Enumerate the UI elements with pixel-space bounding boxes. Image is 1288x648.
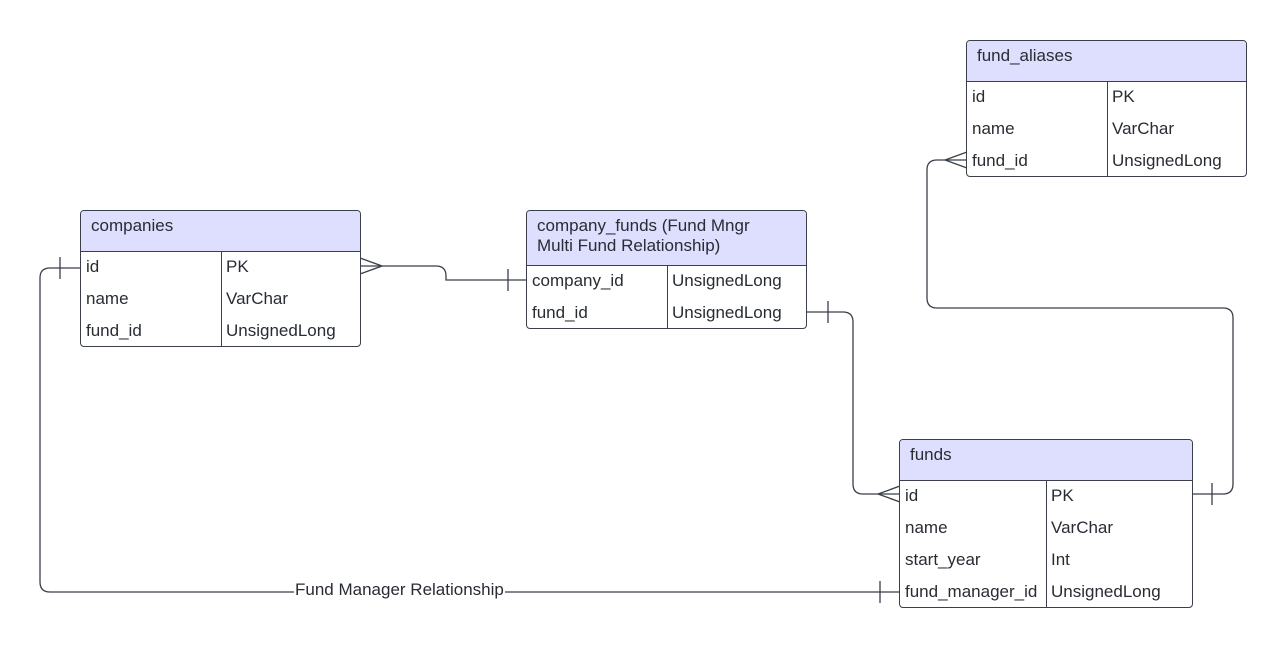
connector-companies-company-funds: [360, 265, 526, 281]
field-type: VarChar: [1051, 518, 1114, 537]
field-name: id: [86, 257, 100, 276]
entity-fields: id PK name VarChar fund_id UnsignedLong: [81, 252, 360, 346]
entity-title: funds: [910, 445, 952, 464]
field-row[interactable]: name VarChar: [967, 114, 1246, 146]
field-name: fund_id: [972, 151, 1028, 170]
field-type: UnsignedLong: [226, 321, 336, 340]
entity-header: companies: [81, 211, 360, 252]
connector-fund-manager: [39, 267, 900, 593]
field-row[interactable]: name VarChar: [900, 513, 1192, 545]
entity-companies[interactable]: companies id PK name VarChar fund_id Uns…: [80, 210, 361, 347]
field-name: fund_id: [86, 321, 142, 340]
entity-title-line-2: Multi Fund Relationship): [537, 236, 721, 255]
column-divider: [1107, 82, 1108, 176]
entity-fields: id PK name VarChar fund_id UnsignedLong: [967, 82, 1246, 176]
field-row[interactable]: start_year Int: [900, 545, 1192, 577]
field-type: UnsignedLong: [1051, 582, 1161, 601]
field-row[interactable]: name VarChar: [81, 284, 360, 316]
field-row[interactable]: company_id UnsignedLong: [527, 266, 806, 298]
entity-fund-aliases[interactable]: fund_aliases id PK name VarChar fund_id …: [966, 40, 1247, 177]
field-name: id: [905, 486, 919, 505]
entity-title: fund_aliases: [977, 46, 1073, 65]
field-name: fund_manager_id: [905, 582, 1038, 601]
field-type: UnsignedLong: [1112, 151, 1222, 170]
field-name: start_year: [905, 550, 981, 569]
entity-title: companies: [91, 216, 174, 235]
column-divider: [667, 266, 668, 328]
field-name: name: [905, 518, 948, 537]
field-row[interactable]: id PK: [900, 481, 1192, 513]
field-type: VarChar: [226, 289, 289, 308]
field-name: id: [972, 87, 986, 106]
column-divider: [1046, 481, 1047, 607]
entity-header: company_funds (Fund Mngr Multi Fund Rela…: [527, 211, 806, 266]
field-type: Int: [1051, 550, 1070, 569]
column-divider: [221, 252, 222, 346]
crowfoot-many-marker: [876, 485, 901, 503]
field-type: VarChar: [1112, 119, 1175, 138]
entity-fields: company_id UnsignedLong fund_id Unsigned…: [527, 266, 806, 328]
field-type: UnsignedLong: [672, 303, 782, 322]
field-type: UnsignedLong: [672, 271, 782, 290]
field-row[interactable]: fund_id UnsignedLong: [81, 316, 360, 346]
entity-title-line-1: company_funds (Fund Mngr: [537, 216, 750, 235]
crowfoot-many-marker: [359, 257, 384, 275]
field-row[interactable]: id PK: [81, 252, 360, 284]
connector-company-funds-funds: [806, 311, 900, 495]
field-name: company_id: [532, 271, 624, 290]
entity-funds[interactable]: funds id PK name VarChar start_year Int …: [899, 439, 1193, 608]
field-name: fund_id: [532, 303, 588, 322]
field-row[interactable]: fund_id UnsignedLong: [967, 146, 1246, 176]
field-row[interactable]: fund_manager_id UnsignedLong: [900, 577, 1192, 607]
field-type: PK: [226, 257, 249, 276]
entity-fields: id PK name VarChar start_year Int fund_m…: [900, 481, 1192, 607]
field-row[interactable]: id PK: [967, 82, 1246, 114]
connector-fund-aliases-funds: [926, 159, 1234, 495]
entity-header: fund_aliases: [967, 41, 1246, 82]
entity-company-funds[interactable]: company_funds (Fund Mngr Multi Fund Rela…: [526, 210, 807, 329]
field-type: PK: [1051, 486, 1074, 505]
field-row[interactable]: fund_id UnsignedLong: [527, 298, 806, 328]
field-name: name: [86, 289, 129, 308]
relationship-label-fund-manager: Fund Manager Relationship: [294, 580, 505, 600]
crowfoot-many-marker: [943, 151, 968, 169]
field-type: PK: [1112, 87, 1135, 106]
field-name: name: [972, 119, 1015, 138]
entity-header: funds: [900, 440, 1192, 481]
